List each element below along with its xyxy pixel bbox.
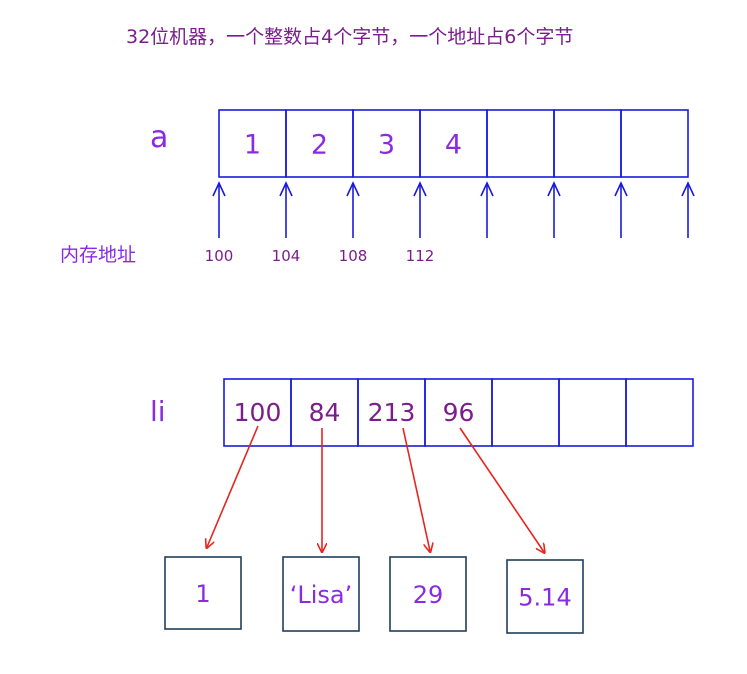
object-value: 5.14 [518, 584, 571, 612]
list-li-value: 84 [309, 398, 341, 427]
address-arrow-head [614, 181, 628, 197]
array-a-value: 2 [311, 130, 328, 161]
address-arrow-head [681, 181, 695, 197]
diagram-title: 32位机器，一个整数占4个字节，一个地址占6个字节 [126, 26, 574, 48]
address-arrow-head [346, 181, 360, 197]
list-li-value: 213 [368, 398, 416, 427]
address-label: 104 [272, 247, 301, 265]
reference-arrow [402, 427, 430, 551]
object-box [164, 556, 242, 630]
address-label: 112 [406, 247, 435, 265]
array-a-cell [553, 109, 622, 178]
object-value: 29 [413, 581, 444, 609]
address-arrow-head [413, 181, 427, 197]
address-arrow-head [480, 181, 494, 197]
address-label: 108 [339, 247, 368, 265]
list-li-value: 96 [443, 398, 475, 427]
address-arrow-head [212, 181, 226, 197]
address-arrow-head [547, 181, 561, 197]
object-box [282, 556, 360, 632]
array-a-label: a [150, 120, 169, 155]
object-box [506, 559, 584, 634]
list-li-value: 100 [234, 398, 282, 427]
reference-arrow [459, 427, 544, 552]
array-a-cell [620, 109, 689, 178]
list-li-cell [558, 378, 627, 447]
memory-address-label: 内存地址 [60, 244, 137, 266]
array-a-value: 4 [445, 130, 462, 161]
array-a-cell [486, 109, 555, 178]
object-box [389, 556, 467, 632]
list-li-cell [625, 378, 694, 447]
list-li-label: li [150, 395, 166, 428]
reference-arrow [207, 425, 259, 547]
object-value: 1 [195, 580, 210, 608]
address-arrow-head [279, 181, 293, 197]
array-a-value: 1 [244, 130, 261, 161]
address-label: 100 [205, 247, 234, 265]
array-a-value: 3 [378, 130, 395, 161]
list-li-cell [491, 378, 560, 447]
object-value: ‘Lisa’ [290, 581, 353, 609]
